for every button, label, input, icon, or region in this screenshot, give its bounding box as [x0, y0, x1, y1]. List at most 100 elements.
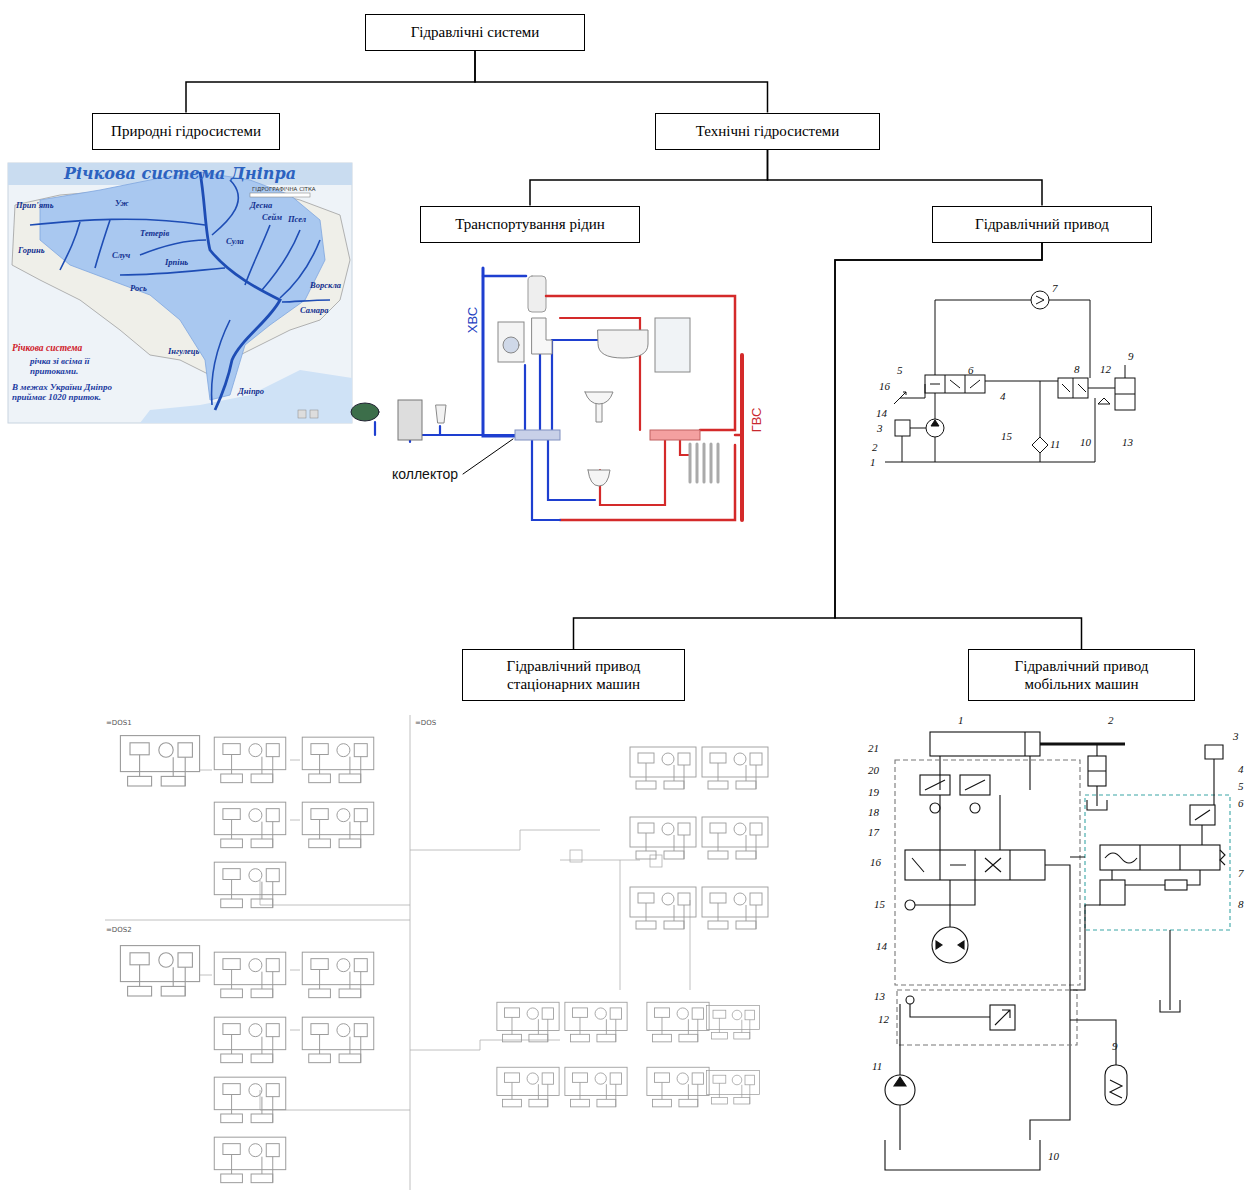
stationary-drive-drawing — [702, 887, 768, 929]
callout-number: 17 — [868, 826, 879, 838]
mobile-drive-schematic — [1220, 850, 1225, 865]
river-name: Ворскла — [310, 280, 341, 290]
box-title: Гідравлічні системи — [384, 23, 566, 41]
stationary-drive-drawing — [214, 1137, 286, 1183]
hydraulic-schematic — [1115, 365, 1135, 394]
callout-number: 2 — [872, 441, 878, 453]
plumbing-illustration — [560, 435, 742, 520]
mobile-drive-schematic — [885, 1140, 1040, 1170]
mobile-drive-schematic — [905, 900, 915, 910]
mobile-drive-schematic — [1160, 930, 1180, 1012]
stationary-drive-drawing — [630, 887, 696, 929]
sheet-tag: =DOS1 — [106, 719, 132, 727]
mobile-drive-schematic — [1195, 810, 1210, 845]
mobile-drive-schematic — [940, 756, 1030, 790]
callout-number: 21 — [868, 742, 879, 754]
map-note: Річкова система — [12, 343, 82, 353]
callout-number: 9 — [1128, 350, 1134, 362]
river-map — [8, 163, 352, 423]
plumbing-illustration — [351, 403, 379, 421]
mobile-drive-schematic — [925, 780, 1000, 850]
river-map — [298, 410, 306, 418]
callout-number: 16 — [870, 856, 881, 868]
river-map — [30, 219, 205, 225]
hydraulic-schematic — [1062, 378, 1086, 398]
hydraulic-schematic — [935, 393, 936, 462]
mobile-drive-schematic — [895, 760, 1080, 985]
hydraulic-schematic — [985, 381, 1058, 382]
mobile-drive-schematic — [885, 1075, 915, 1105]
hydraulic-schematic — [1058, 378, 1088, 398]
river-map — [245, 225, 270, 285]
plumbing-illustration — [532, 318, 552, 354]
stationary-drive-drawing — [702, 817, 768, 859]
pipe-label: ХВС — [465, 307, 480, 333]
mobile-drive-schematic — [1105, 1065, 1127, 1105]
plumbing-illustration — [483, 275, 526, 278]
plumbing-illustration — [650, 430, 700, 440]
river-map — [262, 230, 300, 290]
mobile-drive-schematic — [915, 880, 975, 905]
stationary-drive-drawing — [570, 850, 582, 862]
pipe-label: коллектор — [392, 466, 458, 482]
mobile-drive-schematic — [1100, 845, 1220, 870]
callout-number: 15 — [1001, 430, 1012, 442]
box-title: Транспортування рідин — [439, 215, 621, 233]
callout-number: 11 — [872, 1060, 882, 1072]
mobile-drive-schematic — [1070, 857, 1100, 990]
mobile-drive-schematic — [1024, 732, 1025, 756]
callout-number: 14 — [876, 940, 887, 952]
hydraulic-schematic — [935, 300, 936, 375]
map-note: ГІДРОГРАФІЧНА СІТКА — [252, 186, 316, 192]
mobile-drive-schematic — [1205, 745, 1223, 805]
river-name: Псел — [288, 214, 306, 224]
river-map — [8, 163, 352, 423]
mobile-drive-schematic — [885, 732, 1230, 1170]
box-title: Гідравлічний привод — [951, 215, 1133, 233]
mobile-drive-schematic — [1165, 880, 1187, 890]
plumbing-illustration — [560, 318, 690, 505]
box-title: Гідравлічний привод мобільних машин — [987, 657, 1176, 693]
plumbing-illustration — [690, 444, 718, 482]
mobile-drive-schematic — [970, 803, 980, 813]
river-map — [120, 268, 225, 275]
category-box: Гідравлічний привод мобільних машин — [968, 649, 1195, 701]
stationary-drive-drawing — [214, 802, 286, 848]
river-name: Дніпро — [238, 386, 264, 396]
callout-number: 8 — [1074, 363, 1080, 375]
tree-connector — [574, 243, 1043, 650]
mobile-drive-schematic — [1040, 743, 1125, 746]
hydraulic-schematic — [1032, 437, 1048, 453]
river-map — [282, 300, 330, 302]
map-title: Річкова система Дніпра — [30, 164, 330, 183]
hydraulic-schematic — [1098, 398, 1110, 404]
stationary-drive-drawing — [214, 952, 286, 998]
callout-number: 4 — [1000, 390, 1006, 402]
hydraulic-schematic — [1036, 296, 1044, 304]
callout-number: 11 — [1050, 438, 1060, 450]
category-box: Технічні гідросистеми — [655, 113, 880, 150]
callout-number: 13 — [1122, 436, 1133, 448]
stationary-drive-drawing — [302, 1017, 374, 1062]
stationary-drive-drawing — [214, 862, 286, 908]
box-title: Технічні гідросистеми — [674, 122, 861, 140]
callout-number: 6 — [968, 364, 974, 376]
callout-number: 8 — [1238, 898, 1244, 910]
map-note: річка зі всіма її притоками. — [30, 356, 110, 376]
mobile-drive-schematic — [990, 1005, 1015, 1030]
mobile-drive-schematic — [1087, 771, 1107, 810]
river-name: Прип'ять — [16, 200, 54, 210]
stationary-drive-drawing — [565, 1067, 627, 1107]
stationary-drive-drawing — [105, 715, 768, 1190]
river-name: Ірпінь — [165, 257, 188, 267]
mobile-drive-schematic — [1085, 795, 1230, 930]
plumbing-illustration — [515, 430, 560, 440]
river-map — [212, 180, 238, 235]
river-name: Горинь — [18, 245, 45, 255]
stationary-drive-drawing — [707, 1005, 760, 1039]
mobile-drive-schematic — [899, 1105, 900, 1150]
map-note: В межах України Дніпро приймає 1020 прит… — [12, 382, 112, 402]
tree-connector — [768, 150, 1043, 206]
sheet-tag: =DOS — [415, 719, 436, 727]
